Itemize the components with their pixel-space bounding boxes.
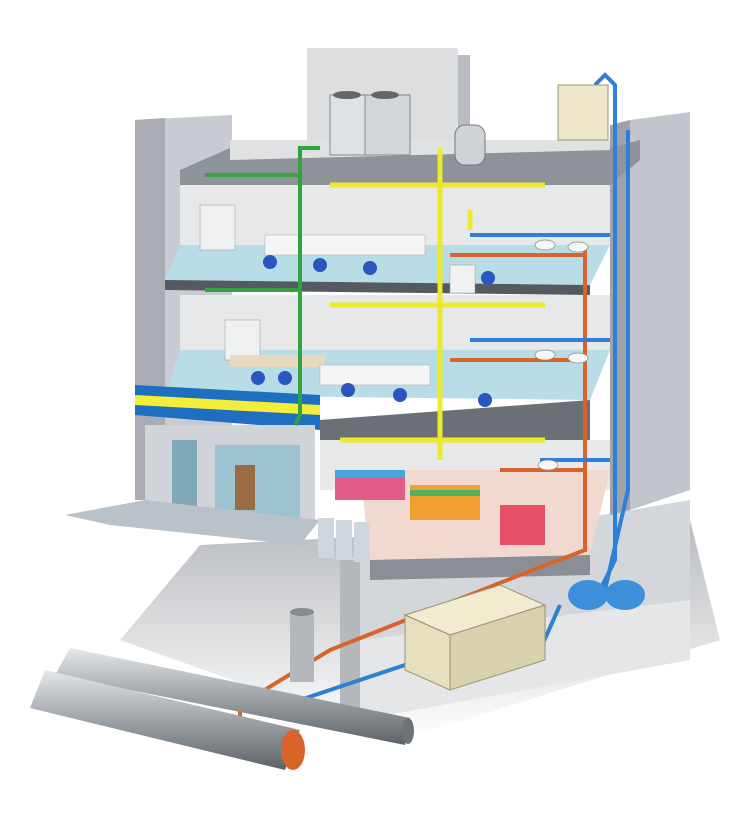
pump-icon [568,580,645,610]
air-duct-yellow [330,148,545,460]
sink-icon [534,239,589,471]
office-chair-icon [313,258,327,272]
sidewalk [65,500,320,545]
office-furniture-floor3 [199,204,495,294]
office-chair-icon [363,261,377,275]
store-shelf-icon [335,470,545,545]
exhaust-fan-icon [454,124,486,166]
office-chair-icon [263,255,277,269]
shop-window [215,445,300,520]
outdoor-ac-unit-icon [329,91,411,156]
water-supply-pipe-blue [299,72,630,702]
shop-door [172,440,197,510]
storefront [65,385,320,545]
manhole-shaft [290,608,314,682]
sewer-pipe-icon [30,648,414,770]
atm-icon [235,465,255,510]
refrigerant-pipe-green [293,146,320,426]
rooftop-water-tank-icon [557,84,609,141]
kiosks [318,518,370,562]
basement-water-tank-icon [403,584,547,691]
office-chair-icon [481,271,495,285]
